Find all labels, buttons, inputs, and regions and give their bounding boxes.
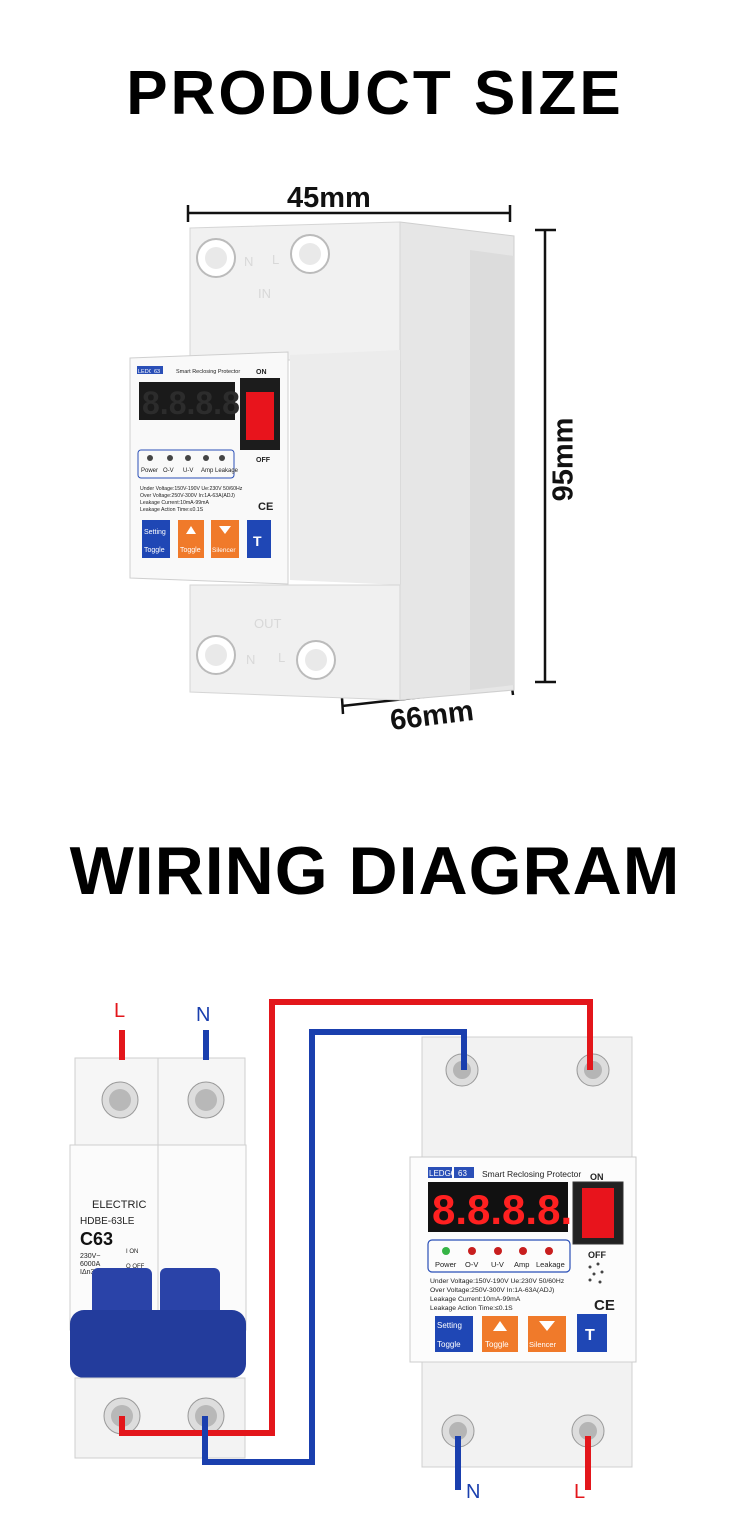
svg-text:Leakage Current:10mA-99mA: Leakage Current:10mA-99mA [140, 500, 209, 506]
wires [119, 999, 593, 1490]
svg-text:Leakage Action Time:≤0.1S: Leakage Action Time:≤0.1S [140, 507, 204, 513]
line-top-label: L [114, 1000, 126, 1022]
terminal-out-emboss: OUT [254, 616, 282, 631]
ce-mark: CE [594, 1297, 615, 1314]
uv-led [494, 1247, 502, 1255]
on-label-small: ON [256, 369, 267, 376]
breaker-rating: C63 [80, 1229, 113, 1249]
circuit-breaker: ELECTRIC HDBE-63LE C63 230V~ 6000A IΔn30… [69, 1057, 247, 1459]
svg-text:T: T [253, 533, 262, 549]
on-label: ON [590, 1172, 604, 1182]
protector-device-3d: N L IN OUT N L LEDGQ 63 Smart Reclosing … [129, 221, 515, 701]
neutral-bottom-label: N [466, 1481, 481, 1503]
ce-mark-small: CE [258, 501, 273, 513]
rating-label: 63 [458, 1169, 467, 1178]
svg-text:T: T [585, 1327, 595, 1344]
brand-label-small: LEDGQ [138, 369, 158, 375]
svg-text:Silencer: Silencer [212, 547, 236, 554]
svg-text:Leakage: Leakage [215, 468, 239, 474]
svg-text:Setting: Setting [144, 529, 166, 536]
line-bottom-label: L [574, 1481, 586, 1503]
svg-text:I ON: I ON [126, 1249, 138, 1255]
leakage-led [545, 1247, 553, 1255]
svg-text:Power: Power [435, 1260, 457, 1269]
svg-text:Toggle: Toggle [485, 1340, 509, 1349]
product-size-figure: N L IN OUT N L LEDGQ 63 Smart Reclosing … [129, 205, 556, 715]
svg-text:Power: Power [141, 468, 158, 474]
svg-text:Leakage Current:10mA-99mA: Leakage Current:10mA-99mA [430, 1296, 521, 1303]
svg-text:Under Voltage:150V-190V Ue:23: Under Voltage:150V-190V Ue:230V 50/60Hz [140, 486, 243, 492]
ov-led [468, 1247, 476, 1255]
off-label-small: OFF [256, 457, 271, 464]
width-dimension-label: 45mm [287, 182, 371, 214]
protector-device-front: LEDGQ 63 Smart Reclosing Protector ON 8.… [409, 1036, 637, 1468]
display-digits-small: 8.8.8.8. [142, 385, 249, 421]
breaker-brand: ELECTRIC [92, 1199, 146, 1211]
svg-text:230V~: 230V~ [80, 1253, 100, 1260]
terminal-n-emboss: N [244, 254, 253, 269]
product-size-heading: PRODUCT SIZE [126, 59, 624, 128]
width-dimension-line [186, 205, 512, 222]
svg-text:Silencer: Silencer [529, 1340, 557, 1349]
svg-text:Toggle: Toggle [437, 1340, 461, 1349]
neutral-wire [202, 1029, 467, 1465]
indicator-leds-small [147, 455, 225, 461]
svg-text:N: N [246, 652, 255, 667]
breaker-model: HDBE-63LE [80, 1216, 135, 1227]
buzzer-holes [588, 1262, 604, 1284]
svg-text:Amp: Amp [201, 468, 214, 474]
protector-title: Smart Reclosing Protector [482, 1169, 581, 1179]
svg-text:Leakage Action Time:≤0.1S: Leakage Action Time:≤0.1S [430, 1305, 513, 1312]
line-wire [119, 999, 593, 1436]
svg-text:O-V: O-V [163, 468, 174, 474]
svg-text:Toggle: Toggle [180, 547, 201, 554]
svg-text:Leakage: Leakage [536, 1260, 565, 1269]
wiring-diagram-heading: WIRING DIAGRAM [69, 833, 681, 909]
svg-text:L: L [278, 650, 285, 665]
brand-label: LEDGQ [429, 1169, 457, 1178]
svg-text:Under Voltage:150V-190V Ue:23: Under Voltage:150V-190V Ue:230V 50/60Hz [430, 1278, 565, 1285]
svg-text:O-V: O-V [465, 1260, 478, 1269]
terminal-l-emboss: L [272, 252, 279, 267]
svg-text:Over Voltage:250V-300V In:1A: Over Voltage:250V-300V In:1A-63A(ADJ) [140, 493, 235, 499]
svg-text:U-V: U-V [491, 1260, 504, 1269]
svg-text:O OFF: O OFF [126, 1264, 145, 1270]
off-label: OFF [588, 1250, 606, 1260]
svg-text:Setting: Setting [437, 1321, 462, 1330]
title-label-small: Smart Reclosing Protector [176, 369, 240, 375]
svg-text:Over Voltage:250V-300V In:1A: Over Voltage:250V-300V In:1A-63A(ADJ) [430, 1287, 554, 1294]
amp-led [519, 1247, 527, 1255]
svg-text:Amp: Amp [514, 1260, 529, 1269]
svg-text:U-V: U-V [183, 468, 193, 474]
terminal-in-emboss: IN [258, 286, 271, 301]
height-dimension-line [535, 228, 556, 684]
neutral-top-label: N [196, 1004, 211, 1026]
display-digits: 8.8.8.8. [432, 1186, 572, 1233]
wiring-diagram-figure: ELECTRIC HDBE-63LE C63 230V~ 6000A IΔn30… [69, 999, 637, 1490]
power-led [442, 1247, 450, 1255]
height-dimension-label: 95mm [547, 417, 580, 502]
svg-text:Toggle: Toggle [144, 547, 165, 554]
rating-label-small: 63 [154, 369, 160, 375]
svg-text:6000A: 6000A [80, 1261, 101, 1268]
